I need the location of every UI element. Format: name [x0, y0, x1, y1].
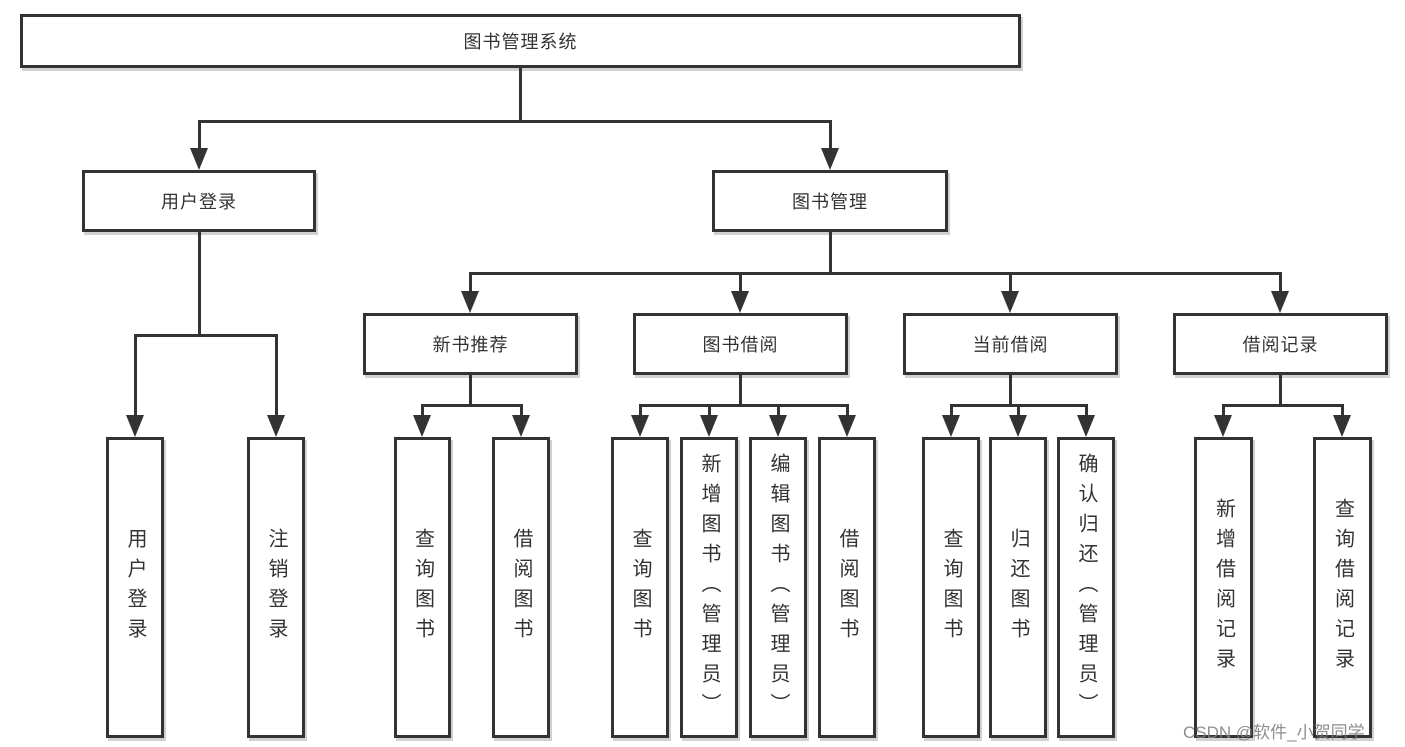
leaf-logout: 注销登录	[247, 437, 305, 738]
node-label: 归还图书	[1007, 527, 1029, 648]
node-label: 图书管理	[792, 192, 868, 212]
connector-arrowhead	[267, 415, 285, 437]
connector-arrowhead	[512, 415, 530, 437]
node-label: 当前借阅	[972, 335, 1049, 355]
connector-line	[639, 404, 642, 417]
node-book-management: 图书管理	[712, 170, 948, 232]
leaf-add-book-admin: 新增图书（管理员）	[680, 437, 738, 738]
leaf-edit-book-admin: 编辑图书（管理员）	[749, 437, 807, 738]
connector-line	[1222, 404, 1225, 417]
node-label: 查询借阅记录	[1331, 497, 1354, 678]
node-label: 图书管理系统	[463, 32, 578, 52]
connector-arrowhead	[1009, 415, 1027, 437]
connector-arrowhead	[821, 148, 839, 170]
connector-line	[198, 232, 201, 336]
leaf-query-borrow-record: 查询借阅记录	[1313, 437, 1372, 738]
connector-arrowhead	[1214, 415, 1232, 437]
connector-arrowhead	[461, 291, 479, 313]
node-borrowing-records: 借阅记录	[1173, 313, 1388, 375]
connector-line	[1222, 404, 1344, 407]
node-label: 借阅记录	[1242, 335, 1319, 355]
leaf-add-borrow-record: 新增借阅记录	[1194, 437, 1253, 738]
connector-line	[1085, 404, 1088, 417]
connector-arrowhead	[1077, 415, 1095, 437]
node-label: 用户登录	[124, 527, 146, 648]
connector-arrowhead	[631, 415, 649, 437]
node-label: 注销登录	[265, 527, 287, 648]
leaf-query-books-borrowing: 查询图书	[611, 437, 669, 738]
connector-arrowhead	[838, 415, 856, 437]
connector-line	[198, 120, 201, 152]
connector-line	[846, 404, 849, 417]
node-label: 新增图书（管理员）	[698, 452, 720, 723]
connector-line	[469, 272, 472, 292]
connector-line	[198, 120, 832, 123]
connector-line	[777, 404, 780, 417]
connector-arrowhead	[126, 415, 144, 437]
node-label: 查询图书	[940, 527, 962, 648]
node-label: 借阅图书	[836, 527, 858, 648]
leaf-query-books-recommend: 查询图书	[394, 437, 451, 738]
node-book-borrowing: 图书借阅	[633, 313, 848, 375]
leaf-return-book: 归还图书	[989, 437, 1047, 738]
connector-arrowhead	[942, 415, 960, 437]
node-label: 图书借阅	[702, 335, 779, 355]
csdn-watermark: CSDN @软件_小贺同学	[1183, 723, 1365, 742]
connector-line	[134, 334, 278, 337]
connector-line	[469, 375, 472, 406]
connector-arrowhead	[1333, 415, 1351, 437]
leaf-query-books-current: 查询图书	[922, 437, 980, 738]
connector-arrowhead	[413, 415, 431, 437]
leaf-borrow-books-recommend: 借阅图书	[492, 437, 550, 738]
node-label: 查询图书	[629, 527, 651, 648]
connector-line	[469, 272, 1282, 275]
connector-line	[134, 334, 137, 416]
connector-arrowhead	[731, 291, 749, 313]
connector-line	[1009, 272, 1012, 292]
node-label: 用户登录	[161, 192, 237, 212]
node-label: 新书推荐	[432, 335, 509, 355]
connector-line	[1009, 375, 1012, 406]
connector-arrowhead	[700, 415, 718, 437]
node-label: 查询图书	[411, 527, 434, 648]
connector-line	[708, 404, 711, 417]
connector-line	[1341, 404, 1344, 417]
connector-arrowhead	[1001, 291, 1019, 313]
node-library-management-system: 图书管理系统	[20, 14, 1021, 68]
node-label: 确认归还（管理员）	[1075, 452, 1097, 723]
connector-arrowhead	[190, 148, 208, 170]
leaf-borrow-books-borrowing: 借阅图书	[818, 437, 876, 738]
node-new-book-recommendation: 新书推荐	[363, 313, 578, 375]
connector-line	[829, 232, 832, 274]
connector-line	[1017, 404, 1020, 417]
connector-line	[421, 404, 424, 417]
node-current-borrowing: 当前借阅	[903, 313, 1118, 375]
connector-line	[950, 404, 953, 417]
connector-line	[1279, 375, 1282, 406]
connector-line	[421, 404, 523, 407]
node-user-login: 用户登录	[82, 170, 316, 232]
connector-line	[829, 120, 832, 152]
leaf-confirm-return-admin: 确认归还（管理员）	[1057, 437, 1115, 738]
connector-line	[1279, 272, 1282, 292]
connector-line	[275, 334, 278, 416]
connector-line	[520, 404, 523, 417]
node-label: 新增借阅记录	[1212, 497, 1235, 678]
connector-line	[519, 68, 522, 122]
node-label: 编辑图书（管理员）	[767, 452, 789, 723]
leaf-user-login: 用户登录	[106, 437, 164, 738]
connector-line	[639, 404, 849, 407]
node-label: 借阅图书	[510, 527, 532, 648]
connector-arrowhead	[1271, 291, 1289, 313]
connector-line	[739, 272, 742, 292]
connector-arrowhead	[769, 415, 787, 437]
connector-line	[739, 375, 742, 406]
